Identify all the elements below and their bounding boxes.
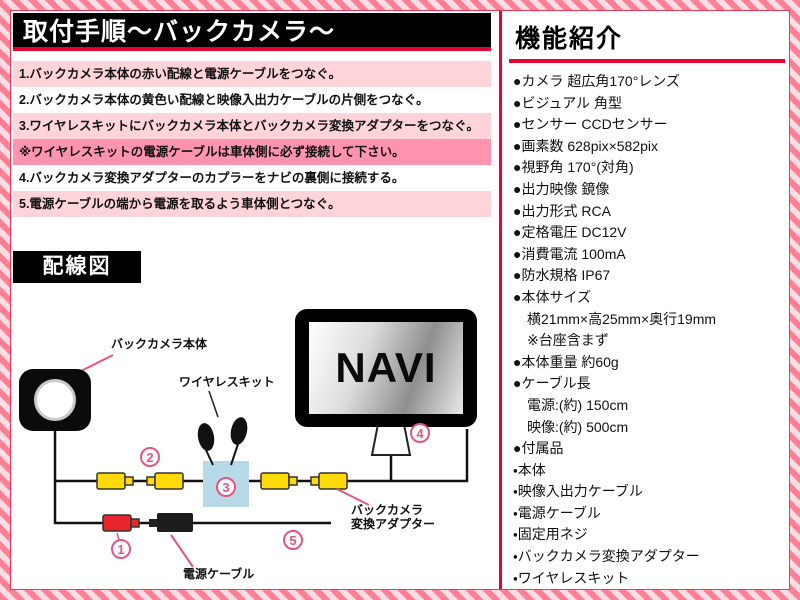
spec-line: 横21mm×高25mm×奥行19mm (513, 310, 717, 327)
wireless-kit-label: ワイヤレスキット (179, 375, 275, 389)
wiring-diagram: NAVI バックカメラ本体 ワイヤレスキット バックカメラ 変換アダプター 電源… (13, 287, 501, 587)
step-item-5: 5.電源ケーブルの端から電源を取るよう車体側とつなぐ。 (13, 191, 491, 217)
spec-line: ・固定用ネジ (513, 526, 588, 543)
spec-line: ・映像入出力ケーブル (513, 483, 643, 500)
navi-screen-label: NAVI (309, 322, 463, 414)
marker-2: 2 (140, 447, 160, 467)
navi-monitor: NAVI (295, 309, 477, 427)
features-title: 機能紹介 (509, 11, 785, 63)
spec-line: ●視野角 170°(対角) (513, 159, 634, 176)
features-panel: 機能紹介 ●カメラ 超広角170°レンズ ●ビジュアル 角型 ●センサー CCD… (509, 11, 785, 589)
step-item-1: 1.バックカメラ本体の赤い配線と電源ケーブルをつなぐ。 (13, 61, 491, 87)
step-item-2: 2.バックカメラ本体の黄色い配線と映像入出力ケーブルの片側をつなぐ。 (13, 87, 491, 113)
spec-line: ●出力映像 鏡像 (513, 180, 610, 197)
spec-line: ●本体重量 約60g (513, 353, 619, 370)
installation-steps: 1.バックカメラ本体の赤い配線と電源ケーブルをつなぐ。 2.バックカメラ本体の黄… (13, 61, 491, 217)
power-connectors (102, 513, 193, 532)
spec-line: ・電源ケーブル (513, 504, 601, 521)
spec-line: ●画素数 628pix×582pix (513, 137, 659, 154)
marker-5: 5 (283, 530, 303, 550)
backup-camera-illustration (19, 369, 91, 431)
spec-line: ●ビジュアル 角型 (513, 94, 622, 111)
spec-line: ●定格電圧 DC12V (513, 224, 627, 241)
spec-line: ※台座含まず (513, 332, 609, 349)
spec-line: ・ワイヤレスキット (513, 569, 630, 586)
camera-label: バックカメラ本体 (111, 337, 208, 351)
marker-3: 3 (216, 477, 236, 497)
page-title: 取付手順〜バックカメラ〜 (13, 13, 491, 51)
spec-line: ●消費電流 100mA (513, 245, 626, 262)
spec-list: ●カメラ 超広角170°レンズ ●ビジュアル 角型 ●センサー CCDセンサー … (509, 63, 785, 589)
wireless-antennas (197, 417, 248, 466)
marker-1: 1 (111, 539, 131, 559)
spec-line: ●センサー CCDセンサー (513, 116, 668, 133)
spec-line: ・バックカメラ変換アダプター (513, 548, 700, 565)
adapter-label: バックカメラ 変換アダプター (351, 503, 436, 531)
column-divider (499, 11, 502, 589)
spec-line: ・本体 (513, 461, 546, 478)
content-area: 取付手順〜バックカメラ〜 1.バックカメラ本体の赤い配線と電源ケーブルをつなぐ。… (10, 10, 790, 590)
camera-lens (34, 379, 76, 421)
spec-line: ●防水規格 IP67 (513, 267, 611, 284)
wires (53, 429, 469, 525)
spec-line: ●出力形式 RCA (513, 202, 611, 219)
spec-line: ●ケーブル長 (513, 375, 591, 392)
power-cable-label: 電源ケーブル (183, 567, 255, 581)
spec-line: 電源:(約) 150cm (513, 396, 629, 413)
spec-line: 映像:(約) 500cm (513, 418, 629, 435)
marker-4: 4 (410, 423, 430, 443)
spec-line: ●付属品 (513, 440, 564, 457)
wiring-diagram-title: 配線図 (13, 251, 141, 283)
video-connectors (96, 472, 348, 490)
step-note: ※ワイヤレスキットの電源ケーブルは車体側に必ず接続して下さい。 (13, 139, 491, 165)
step-item-3: 3.ワイヤレスキットにバックカメラ本体とバックカメラ変換アダプターをつなぐ。 (13, 113, 491, 139)
step-item-4: 4.バックカメラ変換アダプターのカプラーをナビの裏側に接続する。 (13, 165, 491, 191)
spec-line: ●本体サイズ (513, 288, 592, 305)
spec-line: ●カメラ 超広角170°レンズ (513, 73, 681, 89)
